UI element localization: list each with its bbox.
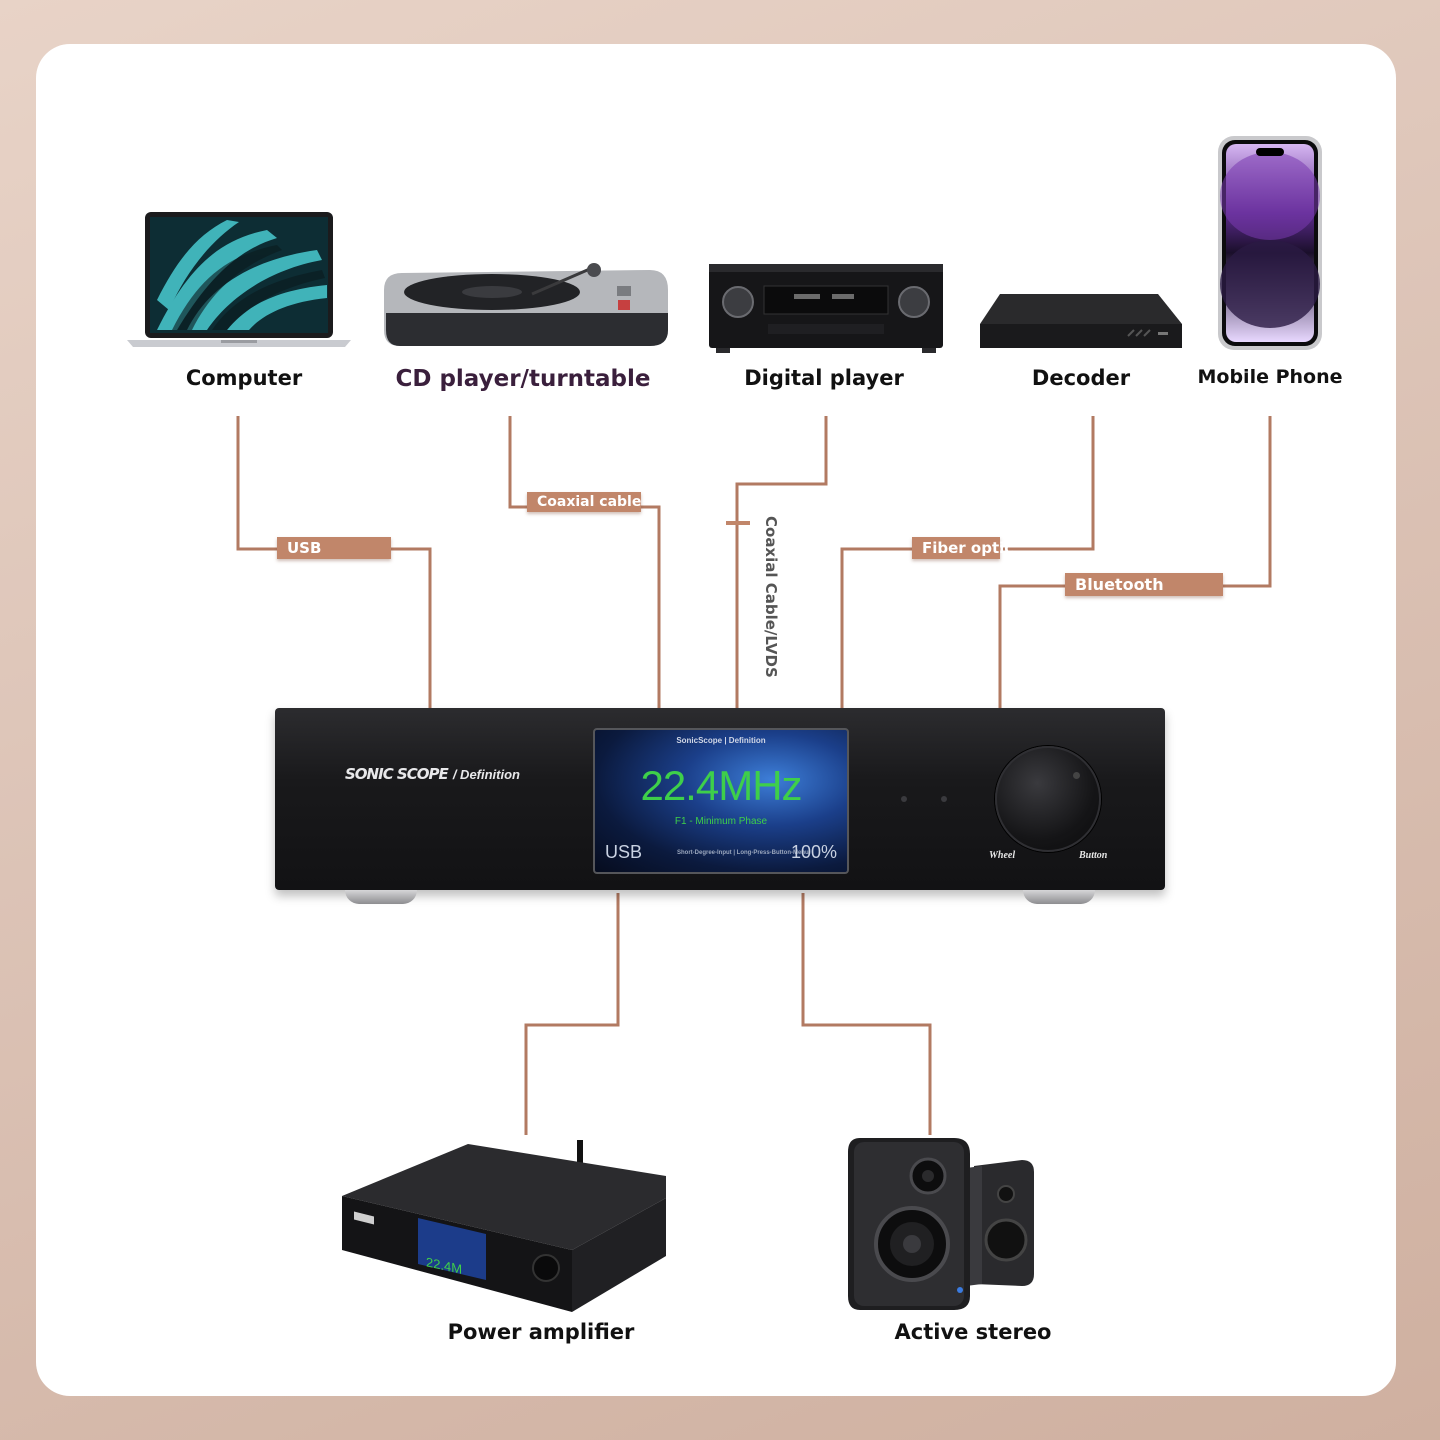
dac-screen: SonicScope | Definition 22.4MHz F1 - Min… bbox=[593, 728, 849, 874]
dac-brand-logo: SONIC SCOPE / Definition bbox=[345, 764, 520, 783]
label-decoder: Decoder bbox=[1031, 366, 1131, 390]
brand-logo-text: SONIC SCOPE bbox=[345, 765, 449, 783]
screen-filter: F1 - Minimum Phase bbox=[674, 816, 768, 827]
screen-frequency: 22.4MHz bbox=[640, 762, 802, 809]
line-amp bbox=[524, 893, 620, 1135]
phone-icon bbox=[1216, 134, 1324, 352]
screen-header: SonicScope | Definition bbox=[676, 736, 766, 745]
tag-usb: USB bbox=[277, 537, 391, 559]
line-decoder bbox=[840, 416, 1095, 710]
label-mobile-phone: Mobile Phone bbox=[1197, 366, 1343, 388]
screen-input: USB bbox=[605, 842, 643, 862]
label-digital-player: Digital player bbox=[744, 366, 904, 390]
decoder-icon bbox=[978, 292, 1184, 354]
tag-fiber-optic: Fiber optic bbox=[912, 537, 1013, 559]
tag-coaxial-cable: Coaxial cable bbox=[527, 492, 641, 512]
line-computer bbox=[236, 416, 432, 710]
knob-indicator-dot bbox=[1073, 772, 1080, 779]
label-computer: Computer bbox=[185, 366, 303, 390]
indicator-light bbox=[901, 796, 907, 802]
laptop-icon bbox=[127, 210, 351, 350]
tag-bluetooth: Bluetooth bbox=[1065, 573, 1223, 596]
line-turntable bbox=[508, 416, 661, 710]
dac-unit: SONIC SCOPE / Definition SonicScope | De… bbox=[275, 708, 1165, 908]
turntable-icon bbox=[382, 258, 672, 350]
label-cd-turntable: CD player/turntable bbox=[395, 366, 651, 392]
screen-hint: Short-Degree-Input | Long-Press-Button-M… bbox=[677, 850, 809, 856]
button-label: Button bbox=[1079, 850, 1108, 861]
indicator-light bbox=[941, 796, 947, 802]
tag-coaxial-lvds: Coaxial Cable/LVDS bbox=[762, 516, 780, 678]
label-power-amplifier: Power amplifier bbox=[447, 1320, 635, 1344]
digital-player-icon bbox=[708, 262, 944, 354]
volume-knob[interactable] bbox=[995, 746, 1101, 852]
wheel-label: Wheel bbox=[989, 850, 1016, 861]
line-phone bbox=[998, 416, 1272, 710]
line-digital bbox=[735, 416, 828, 710]
dac-foot-right bbox=[1023, 890, 1095, 904]
dac-foot-left bbox=[345, 890, 417, 904]
brand-suffix-text: / Definition bbox=[452, 767, 520, 782]
speakers-icon bbox=[846, 1134, 1036, 1314]
screen-volume: 100% bbox=[790, 842, 837, 862]
label-active-stereo: Active stereo bbox=[894, 1320, 1052, 1344]
power-amplifier-icon: 22.4M bbox=[340, 1138, 670, 1314]
line-stereo bbox=[801, 893, 932, 1135]
